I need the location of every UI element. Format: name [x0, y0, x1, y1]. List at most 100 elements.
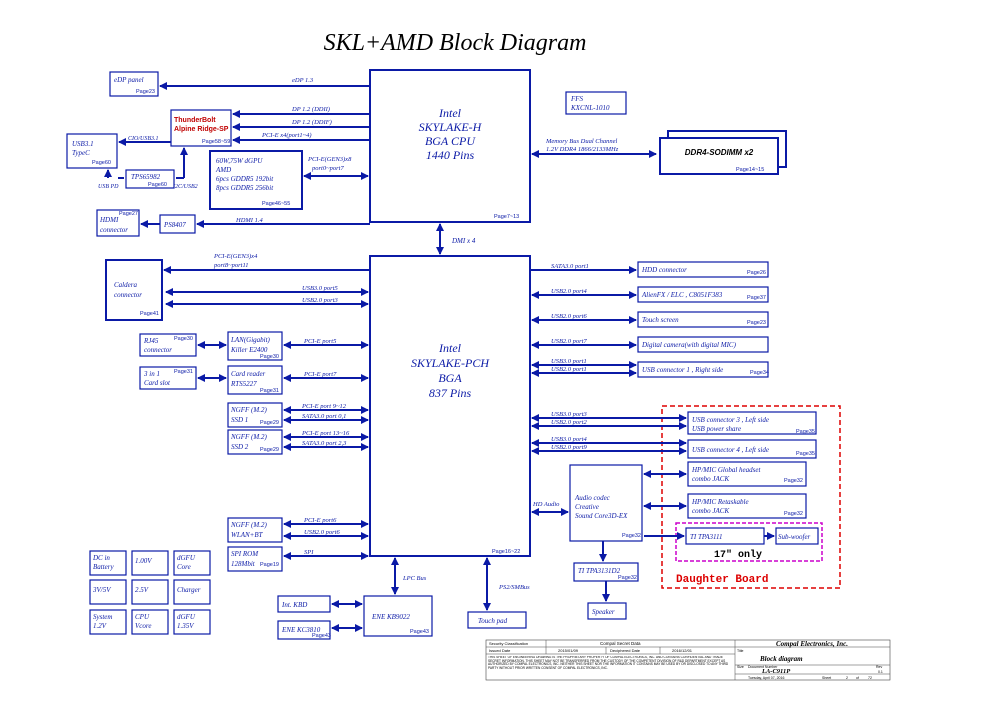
ti-tpa3111-label: TI TPA3111 [690, 533, 722, 541]
touch-pad-block [467, 611, 527, 629]
alienfx-link-label: USB2.0 port4 [551, 288, 588, 295]
caldera-usb3-label: USB3.0 port5 [302, 285, 339, 292]
footer-date-2: 2016/12/01 [672, 648, 693, 653]
edp-link-label: eDP 1.3 [292, 77, 314, 84]
ssd2-pcie-label: PCI-E port 13~16 [301, 430, 350, 437]
card-reader-label-2: RTS5227 [230, 380, 257, 388]
alienfx-block [637, 286, 769, 303]
hp-mic-global-label-1: HP/MIC Global headset [691, 466, 761, 474]
usb-connector-4-page: Page35 [796, 451, 815, 457]
ddr-label: DDR4-SODIMM x2 [685, 148, 754, 157]
audio-codec-label-2: Creative [575, 503, 599, 511]
footer-model: LA-C911P [761, 668, 791, 675]
dmi-label: DMI x 4 [451, 237, 476, 245]
usb-connector-3-label-1: USB connector 3 , Left side [692, 416, 769, 424]
power-box [89, 579, 127, 605]
seventeen-inch-frame [675, 522, 823, 562]
cpu-label-4: 1440 Pins [426, 148, 475, 162]
caldera-pcie-label-2: port8~port11 [213, 262, 248, 269]
power-box-label: Battery [93, 563, 114, 571]
hdd-connector-block [637, 261, 769, 278]
touch-pad-label: Touch pad [478, 617, 508, 625]
footer-title-label: Title [737, 649, 744, 653]
audio-codec-label-1: Audio codec [574, 494, 611, 502]
hdmi-label-2: connector [100, 226, 128, 234]
memory-bus-label-1: Memory Bus Dual Channel [545, 138, 618, 145]
usb31-label-2: TypeC [72, 149, 90, 157]
power-box-label: 1.2V [93, 622, 107, 630]
spi-rom-label-1: SPI ROM [231, 550, 259, 558]
hdmi-page: Page27 [119, 211, 138, 217]
power-box [89, 609, 127, 635]
lan-pcie-label: PCI-E port5 [303, 338, 337, 345]
card-reader-page: Page31 [260, 388, 279, 394]
ene-kc3810-block [277, 620, 331, 640]
power-box-label: System [93, 613, 112, 621]
power-box [131, 579, 169, 605]
footer-print-date: Tuesday, April 07, 2016 [748, 676, 784, 680]
daughter-board-label: Daughter Board [676, 574, 768, 586]
caldera-label-2: connector [114, 291, 142, 299]
caldera-block [105, 259, 163, 321]
dp-ddii-label: DP 1.2 (DDII) [291, 106, 330, 113]
spi-rom-page: Page19 [260, 562, 279, 568]
int-kbd-label: Int. KBD [281, 601, 307, 609]
edp-panel-page: Page23 [136, 89, 155, 95]
usb-connector-4-label: USB connector 4 , Left side [692, 446, 769, 454]
ssd1-block [227, 402, 283, 428]
ene-kb9022-block [363, 595, 433, 637]
usb-connector-3-page: Page35 [796, 429, 815, 435]
audio-codec-block [569, 464, 643, 542]
cpu-block [369, 69, 531, 223]
power-box-label: dGFU [177, 554, 196, 562]
hp-mic-global-block [687, 461, 807, 487]
spi-link-label: SPI [304, 549, 314, 556]
alienfx-page: Page37 [747, 295, 766, 301]
hp-mic-global-page: Page32 [784, 478, 803, 484]
power-box-label: 1.00V [135, 557, 152, 565]
card-slot-block [139, 366, 197, 390]
power-box-label: 1.35V [177, 622, 194, 630]
gpu-page: Page46~55 [262, 201, 290, 207]
hdmi-connector-block [96, 209, 140, 237]
pch-label-1: Intel [438, 341, 462, 355]
wlan-label-2: WLAN+BT [231, 531, 264, 539]
hp-mic-retask-label-1: HP/MIC Retaskable [691, 498, 749, 506]
ssd2-label-2: SSD 2 [231, 443, 249, 451]
footer-sec-class: Security Classification [489, 641, 528, 646]
power-box [89, 550, 127, 576]
thunderbolt-label-2: Alpine Ridge-SP [174, 126, 229, 133]
power-box-label: 2.5V [135, 586, 149, 594]
ene-kb9022-page: Page43 [410, 629, 429, 635]
ffs-block [565, 91, 627, 115]
power-box-label: 3V/5V [92, 586, 111, 594]
reader-pcie-label: PCI-E port7 [303, 371, 337, 378]
ddr-block [659, 137, 779, 175]
gpu-label-3: 6pcs GDDR5 192bit [216, 175, 274, 183]
power-box [131, 550, 169, 576]
ddr-page: Page14~15 [736, 167, 764, 173]
usb31-label-1: USB3.1 [72, 140, 94, 148]
rj45-label-1: RJ45 [143, 337, 159, 345]
power-box [173, 579, 211, 605]
page-title: SKL+AMD Block Diagram [324, 30, 587, 56]
camera-label: Digital camera(with digital MIC) [641, 341, 737, 349]
tb-pcie-label: PCI-E x4(port1~4) [261, 132, 312, 139]
usb31-typec-block [66, 133, 118, 169]
gpu-label-4: 8pcs GDDR5 256bit [216, 184, 274, 192]
spi-rom-block [227, 546, 283, 572]
card-slot-page: Page31 [174, 369, 193, 375]
usb-connector-1-block [637, 361, 769, 378]
hp-mic-retask-page: Page32 [784, 511, 803, 517]
usb-connector-1-page: Page34 [750, 370, 769, 376]
ene-kc3810-label: ENE KC3810 [281, 626, 321, 634]
footer-total: 72 [868, 676, 872, 680]
hdd-page: Page26 [747, 270, 766, 276]
hp-mic-retask-block [687, 493, 807, 519]
card-slot-label-1: 3 in 1 [143, 370, 160, 378]
power-box-label: Vcore [135, 622, 151, 630]
power-box-label: dGFU [177, 613, 196, 621]
ssd1-page: Page29 [260, 420, 279, 426]
